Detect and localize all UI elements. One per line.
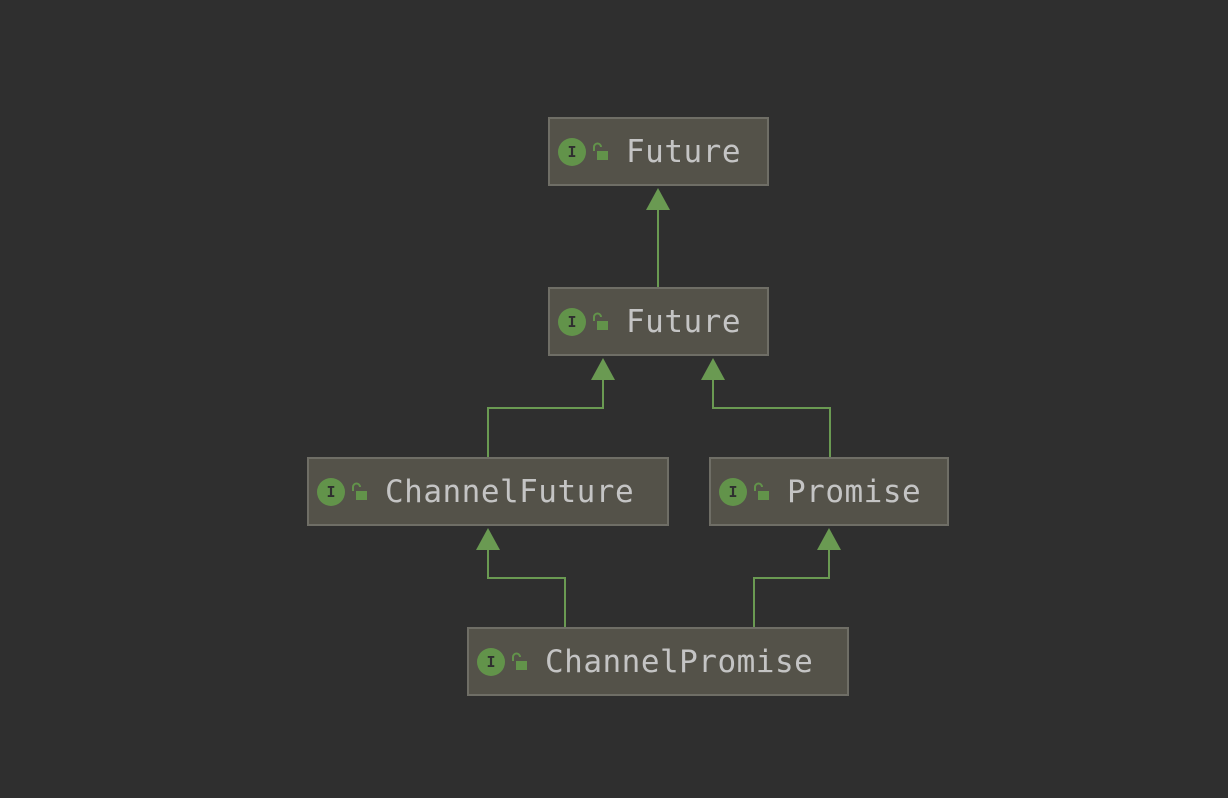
edge-channel-promise-to-channel-future xyxy=(476,528,566,627)
node-label: Future xyxy=(626,133,741,170)
node-promise[interactable]: I Promise xyxy=(709,457,949,526)
node-channel-future[interactable]: I ChannelFuture xyxy=(307,457,669,526)
node-label: Promise xyxy=(787,473,922,510)
unlocked-padlock-icon xyxy=(512,652,527,670)
interface-badge-icon: I xyxy=(719,477,747,506)
node-label: ChannelPromise xyxy=(545,643,814,680)
interface-badge-icon: I xyxy=(317,477,345,506)
node-future-mid[interactable]: I Future xyxy=(548,287,769,356)
edge-channel-future-to-future-mid xyxy=(487,358,615,457)
interface-badge-icon: I xyxy=(558,137,586,166)
interface-badge-icon: I xyxy=(558,307,586,336)
unlocked-padlock-icon xyxy=(754,482,769,500)
unlocked-padlock-icon xyxy=(352,482,367,500)
unlocked-padlock-icon xyxy=(593,312,608,330)
edge-channel-promise-to-promise xyxy=(753,528,841,627)
node-label: ChannelFuture xyxy=(385,473,635,510)
edge-future-mid-to-future-top xyxy=(646,188,670,287)
edge-promise-to-future-mid xyxy=(701,358,831,457)
node-label: Future xyxy=(626,303,741,340)
unlocked-padlock-icon xyxy=(593,142,608,160)
node-channel-promise[interactable]: I ChannelPromise xyxy=(467,627,849,696)
interface-badge-icon: I xyxy=(477,647,505,676)
node-future-top[interactable]: I Future xyxy=(548,117,769,186)
